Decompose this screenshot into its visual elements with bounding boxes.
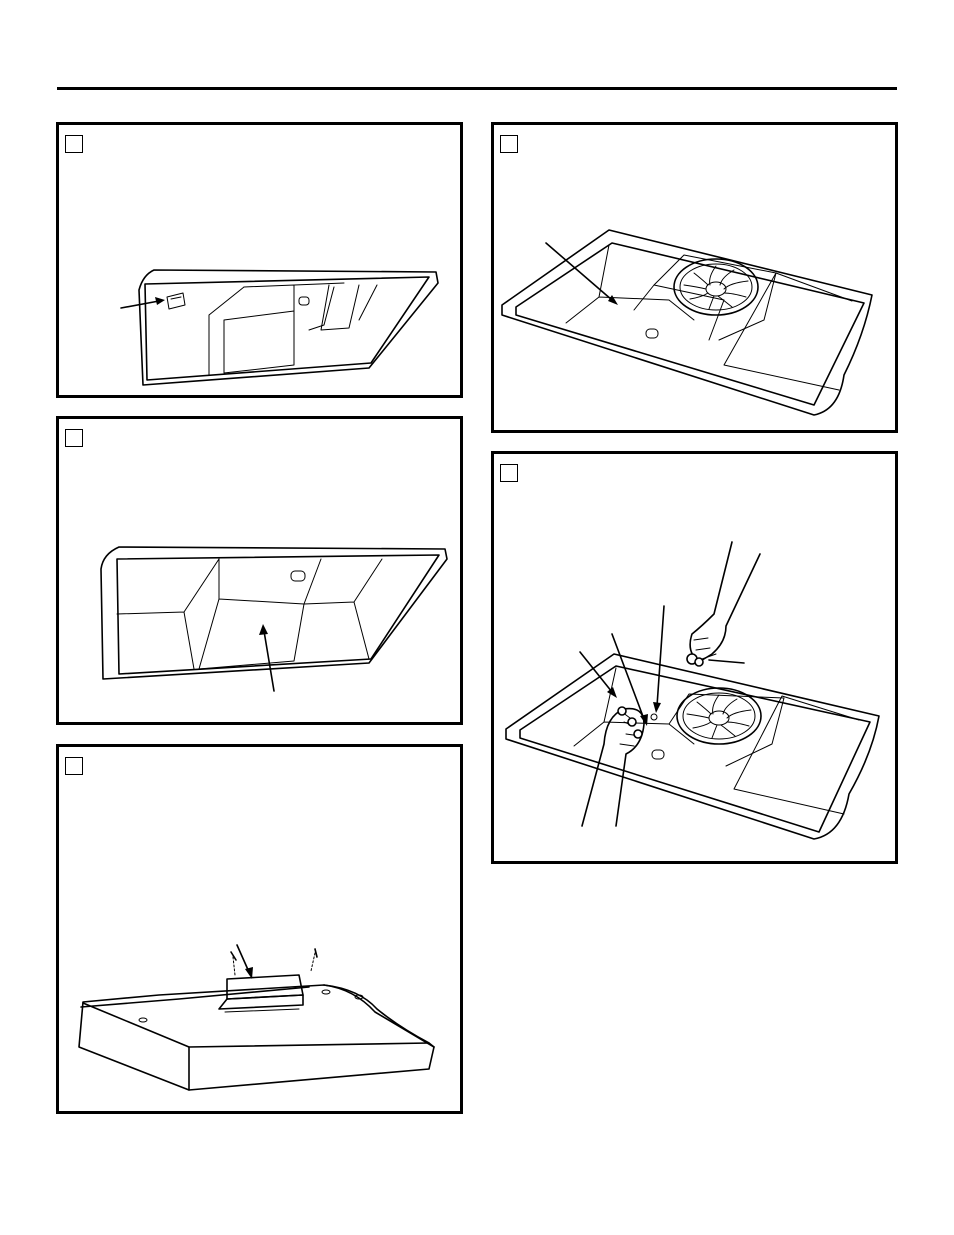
hood-fan-illustration xyxy=(494,125,895,430)
screw-icon xyxy=(231,952,236,975)
header-rule xyxy=(57,87,897,90)
arrow-icon xyxy=(259,624,274,691)
arrow-icon xyxy=(580,652,617,698)
hood-hands-illustration xyxy=(494,454,895,861)
step-panel-3 xyxy=(56,744,463,1114)
step-panel-2 xyxy=(56,416,463,725)
hand-icon xyxy=(687,542,760,666)
hood-top-illustration xyxy=(59,747,460,1111)
hood-underside-illustration xyxy=(59,125,460,395)
step-panel-1 xyxy=(56,122,463,398)
hood-filter-illustration xyxy=(59,419,460,722)
step-panel-4 xyxy=(491,122,898,433)
fan-icon xyxy=(677,688,761,744)
screw-icon xyxy=(311,949,317,971)
arrow-icon xyxy=(653,606,664,713)
arrow-icon xyxy=(121,297,165,308)
step-panel-5 xyxy=(491,451,898,864)
arrow-icon xyxy=(237,945,253,979)
arrow-icon xyxy=(709,660,744,663)
